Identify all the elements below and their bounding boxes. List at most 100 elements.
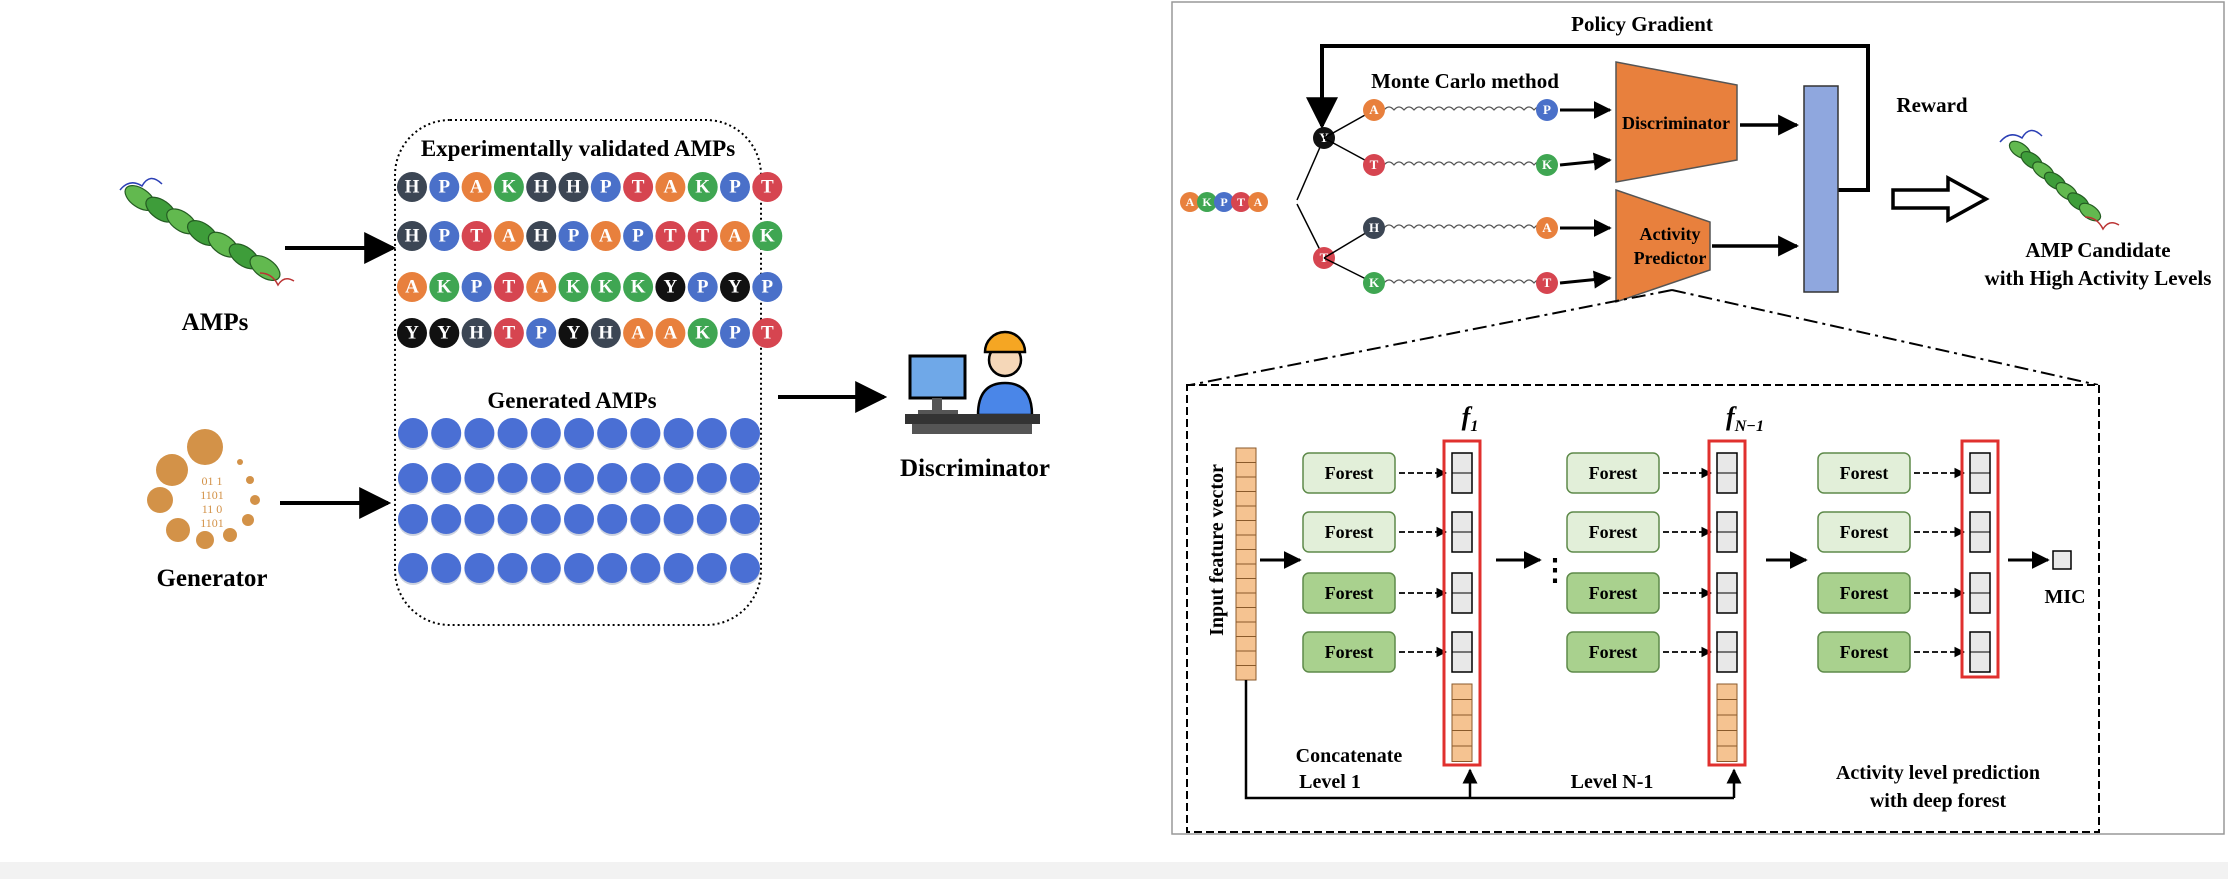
input-vector-cell bbox=[1235, 549, 1257, 565]
body bbox=[976, 381, 1034, 417]
residue-letter: H bbox=[566, 177, 581, 198]
activity-predictor-label-1: Activity bbox=[1640, 224, 1701, 244]
generated-dot bbox=[696, 553, 727, 583]
residue: H bbox=[461, 318, 492, 348]
generator-dot bbox=[166, 518, 190, 542]
residue-letter: A bbox=[470, 177, 484, 198]
discriminator-label: Discriminator bbox=[900, 455, 1050, 482]
residue: K bbox=[429, 272, 460, 302]
generator-glyph: 1101 bbox=[200, 488, 224, 502]
generated-dot bbox=[630, 504, 661, 534]
residue-letter: P bbox=[729, 323, 741, 344]
residue: Y bbox=[429, 318, 460, 348]
candidate-label-1: AMP Candidate bbox=[2025, 238, 2170, 262]
residue-circle bbox=[526, 272, 557, 302]
helix-coil-red bbox=[259, 272, 295, 287]
residue-circle bbox=[752, 272, 783, 302]
forest-label: Forest bbox=[1589, 642, 1638, 662]
residue-letter: Y bbox=[664, 277, 678, 298]
residue-letter: Y bbox=[567, 323, 581, 344]
branch-last: P bbox=[1536, 99, 1558, 121]
zoom-line-right bbox=[1671, 289, 2099, 386]
generator-dot bbox=[156, 454, 188, 486]
forest-block: Forest bbox=[1817, 452, 1911, 494]
residue-letter: P bbox=[761, 277, 773, 298]
residue-letter: A bbox=[599, 226, 613, 247]
branch-first: K bbox=[1363, 272, 1385, 294]
residue-circle bbox=[1536, 272, 1558, 294]
residue: A bbox=[720, 221, 750, 251]
rollout-wave bbox=[1373, 279, 1545, 284]
input-vector-cell bbox=[1235, 621, 1257, 637]
input-vector-cell bbox=[1235, 520, 1257, 536]
residue-circle bbox=[687, 172, 718, 202]
forest-box bbox=[1817, 572, 1911, 614]
input-vector-cell bbox=[1235, 563, 1257, 579]
residue: T bbox=[752, 172, 783, 202]
residue-circle bbox=[461, 172, 492, 202]
residue-letter: K bbox=[1542, 157, 1553, 172]
residue: T bbox=[655, 221, 686, 251]
residue: P bbox=[461, 272, 492, 302]
residue-letter: K bbox=[1369, 275, 1380, 290]
generated-dot bbox=[564, 463, 594, 493]
generator-dot bbox=[237, 459, 243, 465]
residue-circle bbox=[1536, 154, 1558, 176]
branch-arrow bbox=[1559, 152, 1612, 171]
residue: H bbox=[397, 221, 427, 251]
input-vector-cell bbox=[1235, 462, 1257, 478]
input-vector-cell bbox=[1235, 491, 1257, 507]
monitor bbox=[908, 354, 967, 400]
generated-dot bbox=[497, 504, 528, 534]
residue-letter: K bbox=[502, 177, 517, 198]
concat-feature-cell bbox=[1716, 699, 1738, 716]
concat-feature-cell bbox=[1451, 699, 1473, 716]
residue: H bbox=[526, 172, 557, 202]
branch-last: A bbox=[1536, 217, 1558, 239]
rollout-wave bbox=[1373, 106, 1545, 111]
residue-circle bbox=[1248, 192, 1268, 212]
residue: H bbox=[526, 221, 557, 251]
forest-box bbox=[1566, 452, 1660, 494]
residue-circle bbox=[429, 221, 460, 251]
forest-box bbox=[1817, 631, 1911, 673]
zoom-line-left bbox=[1189, 289, 1673, 386]
generated-dot bbox=[497, 553, 528, 583]
residue-letter: T bbox=[470, 226, 483, 247]
residue: P bbox=[526, 318, 557, 348]
generated-dot bbox=[630, 418, 661, 448]
forest-block: Forest bbox=[1817, 572, 1911, 614]
generated-dot bbox=[530, 553, 561, 583]
caption-1: Activity level prediction bbox=[1836, 762, 2040, 784]
residue-circle bbox=[493, 272, 524, 302]
generated-dot bbox=[564, 504, 594, 534]
desk-front bbox=[912, 424, 1032, 434]
residue-circle bbox=[493, 221, 524, 251]
residue-circle bbox=[397, 272, 427, 302]
generator-dot bbox=[147, 487, 173, 513]
input-vector-cell bbox=[1235, 650, 1257, 666]
residue-letter: H bbox=[469, 323, 484, 344]
residue: A bbox=[655, 172, 686, 202]
amp-pool-box bbox=[394, 119, 762, 626]
residue: P bbox=[720, 172, 750, 202]
residue-letter: T bbox=[664, 226, 677, 247]
residue-circle bbox=[623, 172, 654, 202]
residue-letter: A bbox=[405, 277, 419, 298]
generated-dot bbox=[630, 553, 661, 583]
residue-letter: T bbox=[761, 323, 774, 344]
residue-letter: T bbox=[503, 323, 516, 344]
generated-dot bbox=[663, 504, 694, 534]
residue: T bbox=[752, 318, 783, 348]
residue-letter: T bbox=[696, 226, 709, 247]
residue-letter: H bbox=[1369, 220, 1379, 235]
generated-sequences bbox=[398, 418, 760, 585]
helix-turn bbox=[249, 255, 281, 281]
branch-first: T bbox=[1363, 154, 1385, 176]
discriminator-block-label: Discriminator bbox=[1622, 113, 1730, 133]
residue-letter: A bbox=[1254, 195, 1263, 209]
generated-dot bbox=[597, 463, 628, 493]
residue-letter: P bbox=[632, 226, 644, 247]
